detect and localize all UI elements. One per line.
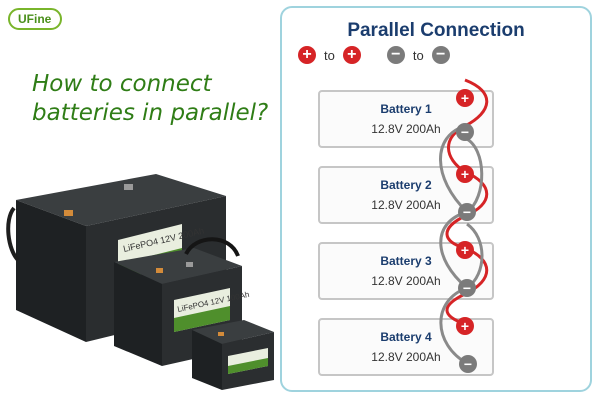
svg-text:−: −	[463, 280, 471, 296]
battery-2-positive-terminal-icon: +	[456, 165, 474, 183]
legend-connector-1: to	[324, 47, 335, 63]
headline-line-1: How to connect	[32, 71, 212, 97]
wiring-layer: + − + − + − + −	[439, 78, 489, 373]
svg-text:+: +	[461, 318, 469, 334]
battery-1-positive-terminal-icon: +	[456, 89, 474, 107]
negative-wire	[439, 124, 470, 366]
svg-text:−: −	[464, 356, 472, 372]
battery-3-name: Battery 3	[380, 254, 432, 268]
battery-1-name: Battery 1	[380, 102, 432, 116]
svg-text:+: +	[461, 90, 469, 106]
parallel-connection-diagram: Parallel Connection + to + − to − Batter…	[280, 6, 592, 392]
svg-text:−: −	[463, 204, 471, 220]
battery-4-spec: 12.8V 200Ah	[371, 350, 441, 364]
logo-text: UFine	[18, 12, 52, 26]
positive-terminal-icon: +	[298, 46, 316, 64]
battery-1-negative-terminal-icon: −	[456, 123, 474, 141]
battery-2-negative-terminal-icon: −	[458, 203, 476, 221]
headline: How to connect batteries in parallel?	[32, 70, 268, 128]
diagram-title: Parallel Connection	[347, 20, 525, 41]
negative-terminal-icon: −	[386, 46, 405, 64]
legend-connector-2: to	[412, 47, 424, 63]
battery-1-spec: 12.8V 200Ah	[371, 122, 441, 136]
battery-2-spec: 12.8V 200Ah	[371, 198, 441, 212]
battery-product-photo: LiFePO4 12V 200Ah LiFePO4 12V 100Ah	[6, 174, 274, 390]
ufine-logo: UFine	[8, 8, 63, 30]
battery-3-spec: 12.8V 200Ah	[371, 274, 441, 288]
svg-text:+: +	[461, 242, 469, 258]
svg-text:+: +	[461, 166, 469, 182]
battery-2-name: Battery 2	[380, 178, 432, 192]
battery-4-name: Battery 4	[380, 330, 432, 344]
battery-3-negative-terminal-icon: −	[458, 279, 476, 297]
battery-4-negative-terminal-icon: −	[459, 355, 477, 373]
headline-line-2: batteries in parallel?	[32, 100, 269, 126]
battery-4-positive-terminal-icon: +	[456, 317, 474, 335]
positive-terminal-icon: +	[342, 46, 361, 64]
svg-text:−: −	[461, 124, 469, 140]
polarity-legend: + to + − to −	[298, 46, 450, 64]
negative-terminal-icon: −	[431, 46, 450, 64]
battery-3-positive-terminal-icon: +	[456, 241, 474, 259]
small-battery-illustration	[192, 320, 274, 390]
